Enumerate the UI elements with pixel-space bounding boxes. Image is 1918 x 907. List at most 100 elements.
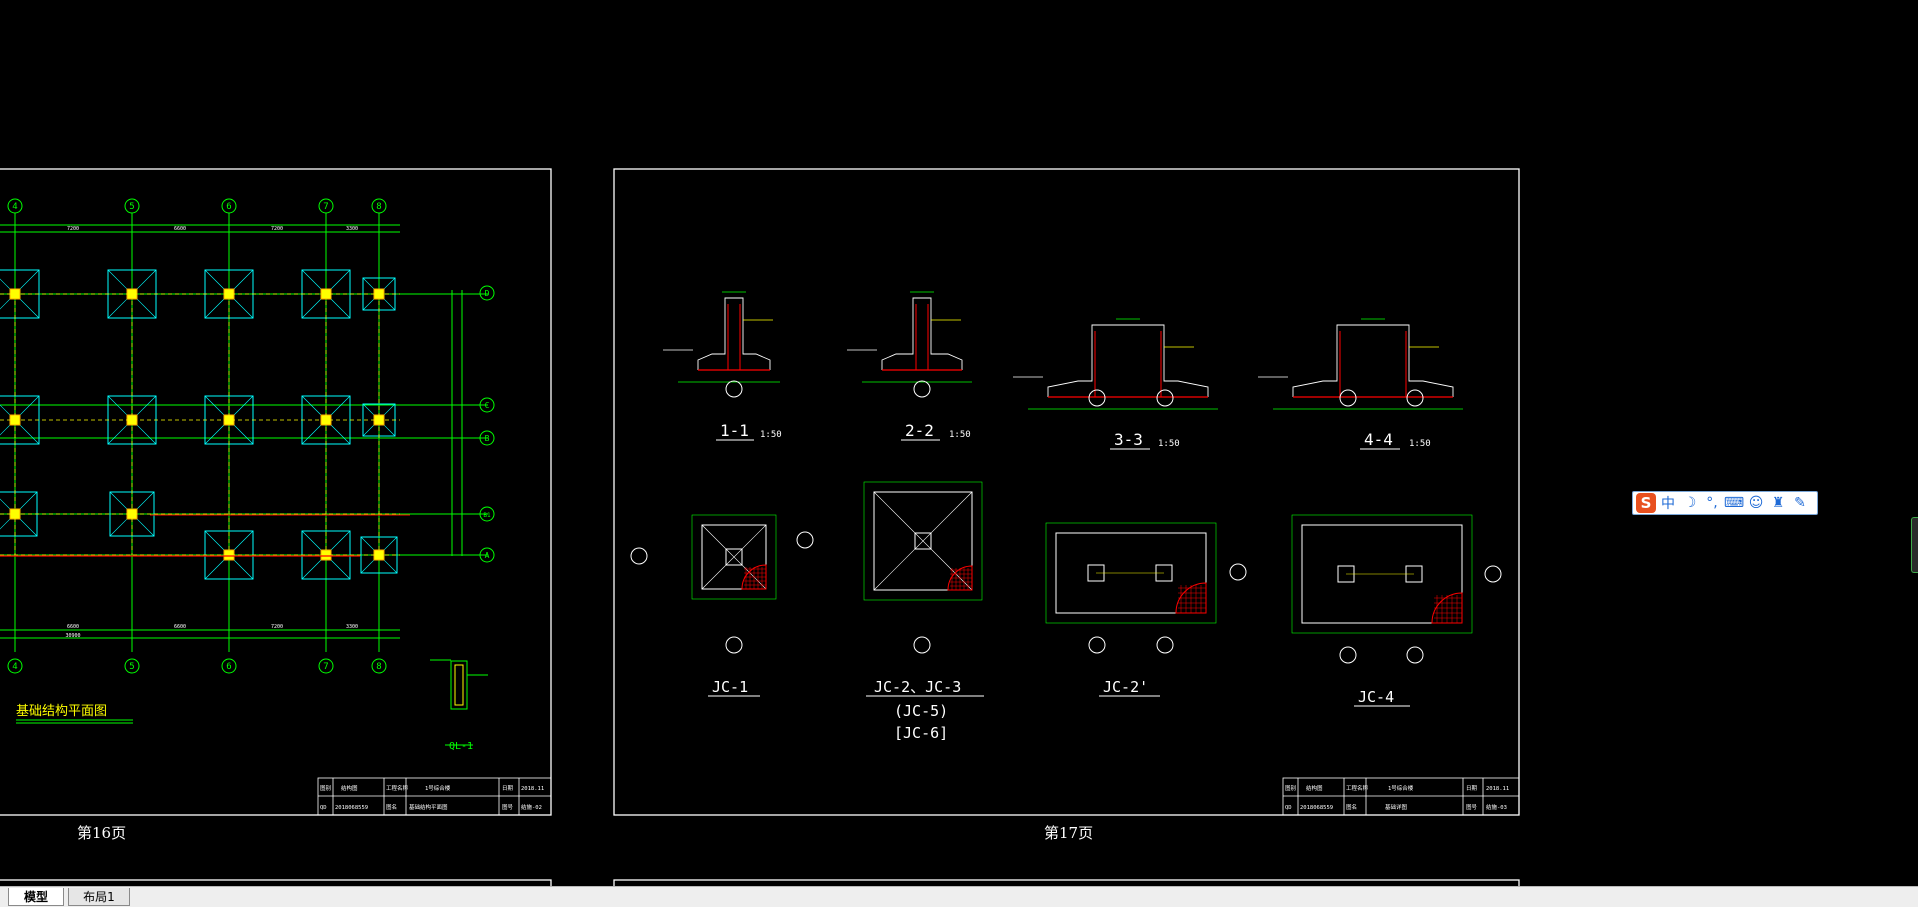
tb17-r1-c6: 2018.11 [1486, 786, 1509, 792]
title-block-16 [317, 777, 552, 816]
tb17-r1-c2: 结构图 [1306, 784, 1323, 792]
dim-bottom-4: 3300 [346, 624, 358, 630]
plan-footing-outline [701, 524, 767, 590]
dim-bottom-2: 6600 [174, 624, 186, 630]
side-scroll-handle[interactable] [1911, 517, 1918, 573]
section-title-3: 3-3 [1114, 430, 1143, 449]
dim-top-2: 6600 [174, 226, 186, 232]
section-scale-3: 1:50 [1158, 439, 1180, 449]
tb17-r1-c5: 日期 [1466, 785, 1478, 792]
section-outline [1292, 324, 1454, 397]
tb16-r2-c5: 图号 [502, 803, 514, 811]
grid-label-bottom-5: 5 [129, 662, 134, 672]
sheet-16: 4 5 6 7 8 4 5 6 7 8 D C B B1 A 7200 6600… [0, 168, 552, 891]
plan-footing-outline [1301, 524, 1463, 624]
plan-dimension-frame [691, 514, 777, 600]
grid-label-top-5: 5 [129, 202, 134, 212]
footing-group [0, 269, 400, 580]
ql-1-label: QL-1 [449, 741, 473, 752]
grid-label-top-8: 8 [376, 202, 381, 212]
tb16-r1-c5: 日期 [502, 785, 514, 792]
plan-dimension-frame [1291, 514, 1473, 634]
axis-bubble [725, 380, 743, 398]
plan-dimension-frame [863, 481, 983, 601]
ime-toolbar[interactable]: S 中 ☽ °, ⌨ ☺ ♜ ✎ [1632, 491, 1818, 515]
plan-title: 基础结构平面图 [16, 704, 107, 719]
grid-label-right-c: C [485, 401, 490, 410]
plan-title-jc5: (JC-5) [894, 702, 948, 720]
section-outline [697, 297, 771, 370]
grid-label-top-6: 6 [226, 202, 231, 212]
tab-layout1[interactable]: 布局1 [68, 888, 130, 906]
axis-bubble [1088, 389, 1106, 407]
tb17-r1-c4: 1号综合楼 [1388, 784, 1414, 792]
user-icon[interactable]: ☺ [1748, 495, 1764, 511]
grid-label-bottom-7: 7 [323, 662, 328, 672]
axis-bubble [725, 636, 743, 654]
section-scale-1: 1:50 [760, 430, 782, 440]
grid-label-bottom-6: 6 [226, 662, 231, 672]
axis-bubble [1156, 389, 1174, 407]
axis-bubble [630, 547, 648, 565]
axis-bubble [796, 531, 814, 549]
tb17-r2-c5: 图号 [1466, 803, 1478, 811]
section-scale-4: 1:50 [1409, 439, 1431, 449]
grid-label-right-b: B [485, 434, 490, 443]
axis-bubble [913, 380, 931, 398]
grid-label-bottom-8: 8 [376, 662, 381, 672]
plan-title-jc1: JC-1 [712, 678, 748, 696]
footing-plans [630, 481, 1502, 664]
plan-diagonal [873, 491, 973, 591]
plan-footing-outline [873, 491, 973, 591]
tb17-r2-c6: 结施-03 [1486, 803, 1507, 811]
dim-overall: 30900 [65, 633, 80, 639]
axis-bubble [1156, 636, 1174, 654]
dim-bottom-3: 7200 [271, 624, 283, 630]
axis-bubble [913, 636, 931, 654]
section-outline [881, 297, 963, 370]
grid-label-right-a: A [485, 551, 490, 560]
sheet-16-border [0, 168, 552, 816]
plan-title-jc2: JC-2、JC-3 [874, 678, 961, 696]
layout-tab-bar: 模型 布局1 [0, 886, 1918, 907]
tab-model[interactable]: 模型 [8, 888, 64, 906]
plan-rebar-mesh [1175, 582, 1207, 614]
tb17-r2-c1: QD [1285, 805, 1292, 811]
grid-label-right-b1: B1 [483, 512, 491, 519]
tb17-r1-c1: 图别 [1285, 784, 1296, 792]
section-outline [1047, 324, 1209, 397]
section-title-2: 2-2 [905, 421, 934, 440]
dim-top-3: 7200 [271, 226, 283, 232]
plan-rebar-mesh [741, 564, 767, 590]
sogou-logo-icon[interactable]: S [1636, 493, 1656, 513]
grid-label-top-7: 7 [323, 202, 328, 212]
title-block-17 [1282, 777, 1520, 816]
ql-1-detail [430, 659, 488, 746]
axis-bubble [1406, 646, 1424, 664]
plan-dimension-frame [1045, 522, 1217, 624]
wrench-icon[interactable]: ✎ [1794, 495, 1806, 511]
tb16-r1-c1: 图别 [320, 784, 331, 792]
plan-column [725, 548, 743, 566]
tb16-r2-c2: 2018068559 [335, 805, 368, 811]
axis-bubble [1339, 646, 1357, 664]
axis-bubble [1484, 565, 1502, 583]
tb16-r2-c6: 结施-02 [521, 803, 542, 811]
grid-label-top-4: 4 [12, 202, 17, 212]
tb17-r2-c3: 图名 [1346, 803, 1357, 811]
sheet-17-border [613, 168, 1520, 816]
moon-icon[interactable]: ☽ [1683, 495, 1697, 511]
tb16-r2-c1: QD [320, 805, 327, 811]
plan-column [914, 532, 932, 550]
sheet-17: 1-1 1:50 2-2 1:50 3-3 1:50 4-4 1:50 JC-1… [613, 168, 1520, 891]
keyboard-icon[interactable]: ⌨ [1723, 495, 1745, 511]
plan-title-jc2p: JC-2' [1103, 678, 1148, 696]
punctuation-icon[interactable]: °, [1706, 495, 1718, 511]
chinese-mode-icon[interactable]: 中 [1661, 496, 1675, 512]
grid-bubbles-top [7, 198, 495, 674]
shirt-icon[interactable]: ♜ [1771, 495, 1785, 511]
grid-label-bottom-4: 4 [12, 662, 17, 672]
plan-title-jc4: JC-4 [1358, 688, 1394, 706]
plan-footing-outline [1055, 532, 1207, 614]
